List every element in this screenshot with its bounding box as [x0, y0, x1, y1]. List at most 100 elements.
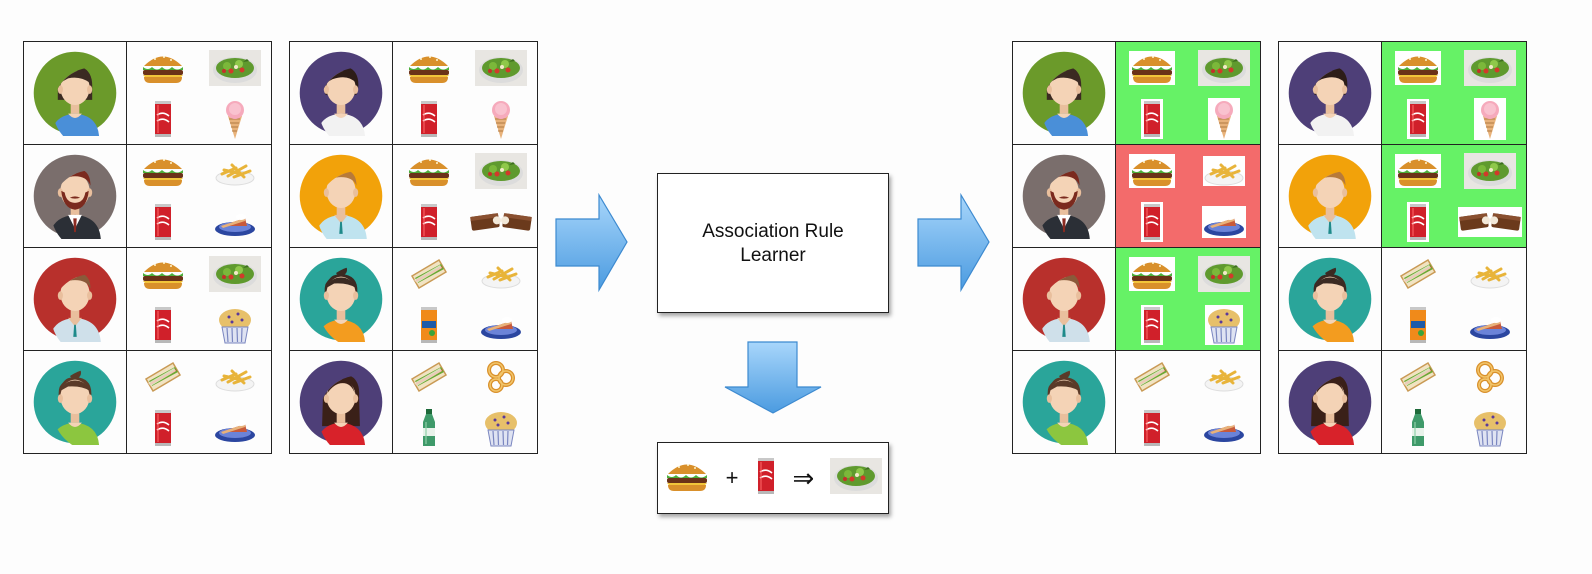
basket-items-cell	[1381, 247, 1527, 351]
fries-icon	[199, 351, 271, 402]
avatar	[1279, 256, 1381, 342]
muffin-icon	[1454, 402, 1526, 453]
cola-can-icon	[393, 196, 465, 247]
table-row	[289, 41, 538, 145]
burger-icon	[1382, 42, 1454, 93]
table-row	[1278, 350, 1527, 454]
sandwich-icon	[127, 351, 199, 402]
cola-can-icon	[393, 93, 465, 144]
fries-icon	[1188, 145, 1260, 196]
sandwich-icon	[1116, 351, 1188, 402]
salad-icon	[1454, 42, 1526, 93]
association-rule-learner-box: Association Rule Learner	[657, 173, 889, 313]
muffin-icon	[199, 299, 271, 350]
basket-items-cell	[126, 350, 272, 454]
pie-icon	[1188, 402, 1260, 453]
pie-icon	[199, 402, 271, 453]
burger-icon	[1116, 248, 1188, 299]
down-arrow-icon	[724, 341, 822, 414]
sandwich-icon	[393, 351, 465, 402]
avatar	[290, 153, 392, 239]
cola-can-icon	[1116, 93, 1188, 144]
cola-can-icon	[1116, 299, 1188, 350]
customer-avatar-cell	[1012, 247, 1116, 351]
muffin-icon	[465, 402, 537, 453]
rule-antecedent-2	[755, 456, 777, 501]
rule-antecedent-1	[664, 459, 710, 498]
association-rule-box: + ⇒	[657, 442, 889, 514]
sandwich-icon	[393, 248, 465, 299]
customer-avatar-cell	[289, 41, 393, 145]
output-table-2	[1278, 41, 1527, 454]
output-table-1	[1012, 41, 1261, 454]
cola-can-icon	[1116, 196, 1188, 247]
basket-items-cell	[392, 350, 538, 454]
customer-avatar-cell	[289, 144, 393, 248]
fanta-can-icon	[1382, 299, 1454, 350]
cola-can-icon	[127, 93, 199, 144]
cola-can-icon	[1116, 402, 1188, 453]
onion-rings-icon	[465, 351, 537, 402]
customer-basket-table	[1012, 41, 1261, 454]
chocolate-icon	[465, 196, 537, 247]
implies-arrow: ⇒	[792, 463, 815, 493]
sandwich-icon	[1382, 351, 1454, 402]
avatar	[24, 153, 126, 239]
customer-avatar-cell	[1012, 144, 1116, 248]
table-row	[23, 350, 272, 454]
customer-avatar-cell	[1278, 350, 1382, 454]
table-row	[289, 247, 538, 351]
table-row	[1012, 350, 1261, 454]
basket-items-cell	[126, 41, 272, 145]
pie-icon	[1188, 196, 1260, 247]
avatar	[1013, 50, 1115, 136]
basket-items-cell	[1381, 41, 1527, 145]
burger-icon	[1116, 145, 1188, 196]
salad-icon	[199, 248, 271, 299]
burger-icon	[1382, 145, 1454, 196]
avatar	[1279, 50, 1381, 136]
burger-icon	[127, 145, 199, 196]
cola-can-icon	[127, 196, 199, 247]
ice-cream-icon	[199, 93, 271, 144]
cola-can-icon	[1382, 93, 1454, 144]
customer-basket-table	[289, 41, 538, 454]
avatar	[290, 50, 392, 136]
burger-icon	[127, 248, 199, 299]
fries-icon	[1454, 248, 1526, 299]
basket-items-cell	[392, 41, 538, 145]
table-row	[289, 144, 538, 248]
fries-icon	[199, 145, 271, 196]
basket-items-cell	[1115, 144, 1261, 248]
rule-consequent	[830, 457, 883, 499]
customer-avatar-cell	[23, 144, 127, 248]
ice-cream-icon	[1188, 93, 1260, 144]
right-arrow-icon	[917, 193, 990, 293]
table-row	[1012, 41, 1261, 145]
avatar	[24, 359, 126, 445]
fries-icon	[1188, 351, 1260, 402]
plus-sign: +	[725, 465, 739, 490]
basket-items-cell	[392, 144, 538, 248]
pie-icon	[1454, 299, 1526, 350]
avatar	[1013, 359, 1115, 445]
customer-avatar-cell	[1278, 144, 1382, 248]
salad-icon	[465, 42, 537, 93]
onion-rings-icon	[1454, 351, 1526, 402]
muffin-icon	[1188, 299, 1260, 350]
pie-icon	[465, 299, 537, 350]
customer-avatar-cell	[1012, 41, 1116, 145]
customer-basket-table	[23, 41, 272, 454]
table-row	[1012, 247, 1261, 351]
basket-items-cell	[126, 144, 272, 248]
table-row	[289, 350, 538, 454]
customer-basket-table	[1278, 41, 1527, 454]
chocolate-icon	[1454, 196, 1526, 247]
burger-icon	[393, 145, 465, 196]
customer-avatar-cell	[23, 41, 127, 145]
sandwich-icon	[1382, 248, 1454, 299]
avatar	[1279, 153, 1381, 239]
salad-icon	[1454, 145, 1526, 196]
cola-can-icon	[1382, 196, 1454, 247]
avatar	[1013, 153, 1115, 239]
